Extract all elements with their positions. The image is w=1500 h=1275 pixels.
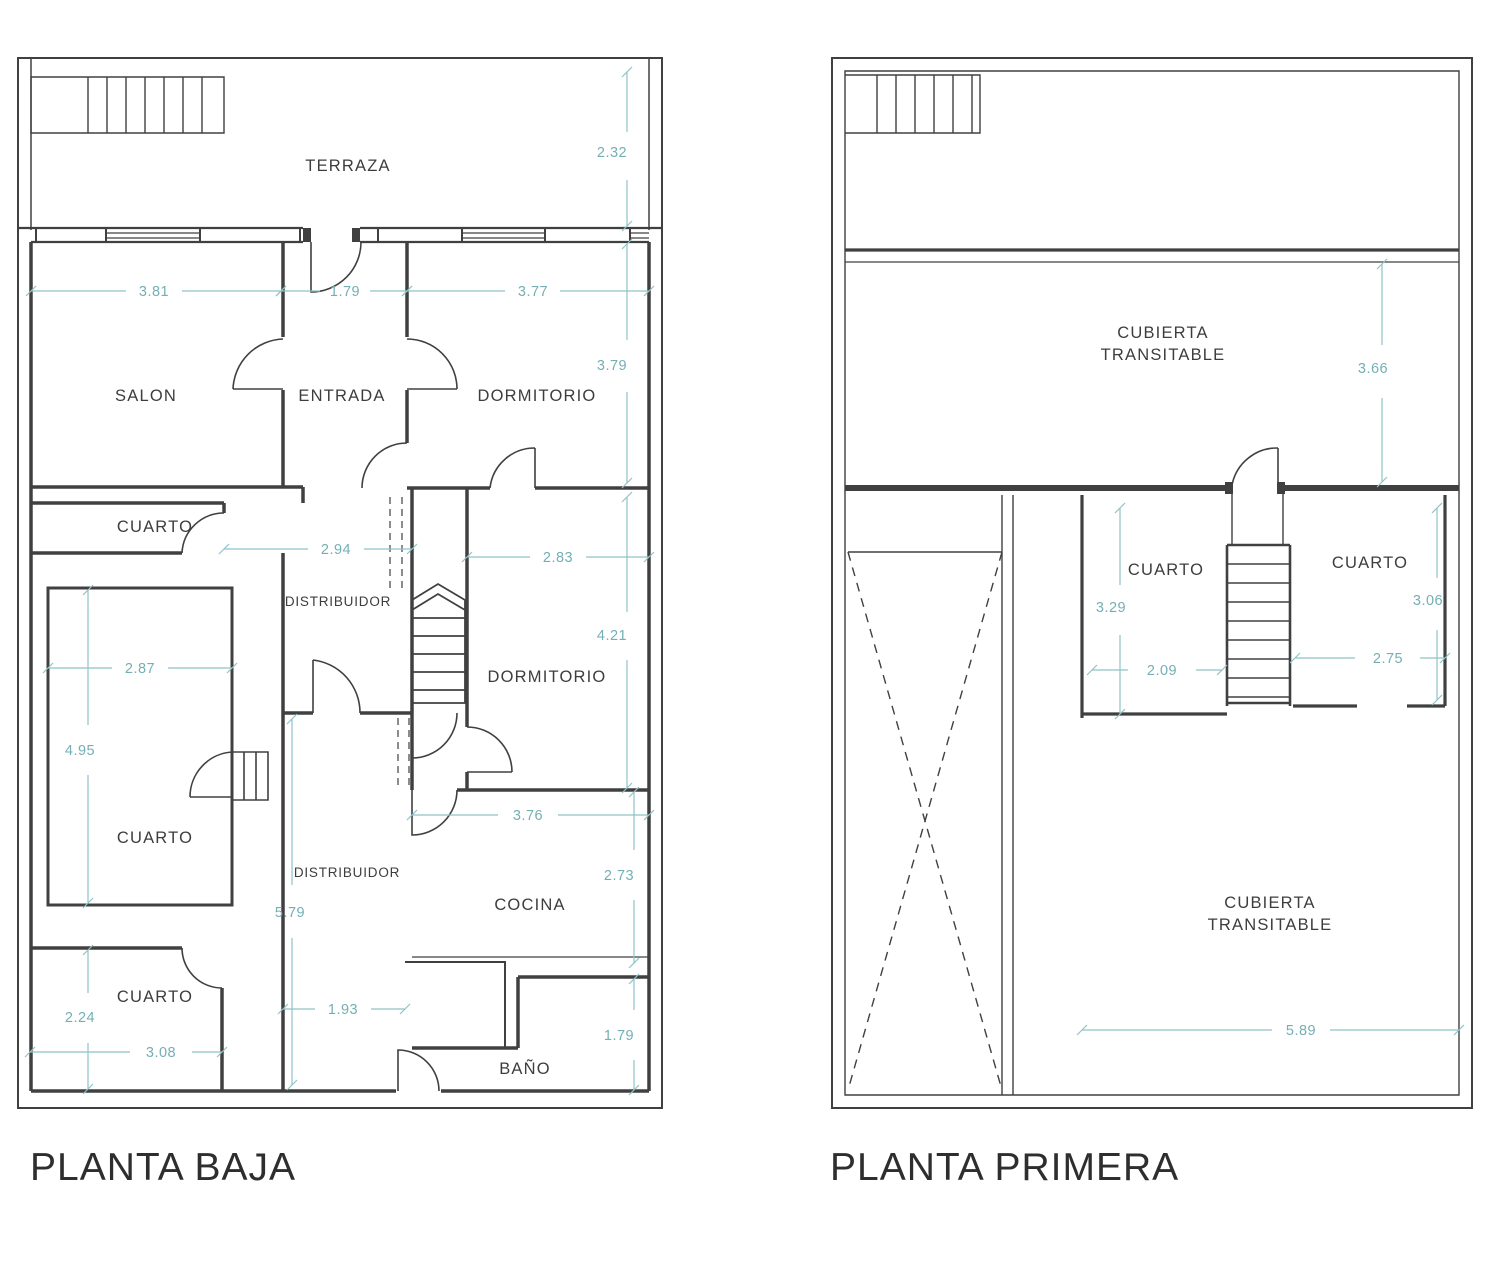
dim-distribuidor1-width: 2.94: [321, 542, 351, 558]
dim-line-salon-height: [621, 238, 633, 489]
dim-cuarto2-height: 4.95: [65, 743, 95, 759]
label-cubierta-top-line2: TRANSITABLE: [1101, 346, 1226, 364]
label-bano: BAÑO: [499, 1058, 551, 1078]
dim-cuarto3-height: 2.24: [65, 1010, 95, 1026]
dim-dormitorio2-width: 2.83: [543, 550, 573, 566]
entry-door-jambs: [303, 228, 360, 242]
front-windows: [35, 227, 631, 243]
dim-bano-height: 1.79: [604, 1028, 634, 1044]
dim-line-cubierta-top-height: [1376, 258, 1388, 488]
stair-dashed-lines: [389, 497, 410, 785]
dim-line-dormitorio2-height: [621, 491, 633, 794]
dim-cubierta-bottom-width: 5.89: [1286, 1023, 1316, 1039]
dim-cuarto-right-width: 2.75: [1373, 651, 1403, 667]
dim-line-bano-height: [628, 973, 640, 1096]
dim-line-cuarto3-width: [24, 1046, 228, 1058]
stairwell-walls-p1: [1225, 543, 1292, 706]
label-cuarto1: CUARTO: [117, 518, 193, 536]
front-wall: [18, 226, 662, 244]
planta-primera-plan: 3.66 3.29 2.09 3.06 2.75 5.89 CUBIERTA T…: [830, 57, 1473, 1189]
dim-cuarto-right-height: 3.06: [1413, 593, 1443, 609]
label-dormitorio1: DORMITORIO: [478, 387, 597, 405]
dimensions-planta-primera: 3.66 3.29 2.09 3.06 2.75 5.89: [1076, 258, 1465, 1039]
label-entrada: ENTRADA: [298, 387, 385, 405]
site-boundary: [17, 57, 663, 1109]
walls-planta-baja: [29, 242, 651, 1093]
dim-line-dormitorio2-width: [461, 551, 655, 563]
dim-cuarto2-width: 2.87: [125, 661, 155, 677]
label-distribuidor1: DISTRIBUIDOR: [285, 594, 391, 609]
dim-line-cuarto-right-width: [1289, 652, 1451, 664]
middle-door-jambs: [1225, 482, 1285, 494]
dim-cuarto-left-width: 2.09: [1147, 663, 1177, 679]
entry-door: [310, 241, 362, 293]
dim-distribuidor2-height: 5.79: [275, 905, 305, 921]
dim-line-distribuidor2-height: [286, 713, 298, 1091]
dim-line-cuarto2-height: [82, 584, 94, 909]
dim-line-terraza-height: [621, 66, 633, 232]
label-cuarto3: CUARTO: [117, 988, 193, 1006]
dim-dormitorio1-width: 3.77: [518, 284, 548, 300]
dim-line-cuarto-right-height: [1431, 502, 1443, 706]
dim-line-dormitorio1-width: [401, 285, 655, 297]
dimensions-planta-baja: 2.32 3.81 1.79 3.77 3.79 2.94 2.83 4.21 …: [24, 66, 655, 1096]
dim-salon-width: 3.81: [139, 284, 169, 300]
dim-salon-height: 3.79: [597, 358, 627, 374]
label-cubierta-bottom-line1: CUBIERTA: [1224, 894, 1316, 912]
inner-boundary-p1: [844, 70, 1460, 1096]
dim-line-cuarto-left-height: [1114, 502, 1126, 720]
dim-distribuidor2-width: 1.93: [328, 1002, 358, 1018]
label-cubierta-bottom-line2: TRANSITABLE: [1208, 916, 1333, 934]
dim-dormitorio2-height: 4.21: [597, 628, 627, 644]
doors-planta-baja: [181, 338, 536, 1092]
label-distribuidor2: DISTRIBUIDOR: [294, 865, 400, 880]
dim-entrada-width: 1.79: [330, 284, 360, 300]
dim-cocina-height: 2.73: [604, 868, 634, 884]
dim-line-entrada-width: [275, 285, 413, 297]
stair-treads-p1: [1227, 563, 1290, 698]
void-border-lines: [848, 495, 1014, 1095]
dim-terraza-height: 2.32: [597, 145, 627, 161]
title-planta-primera: PLANTA PRIMERA: [830, 1146, 1179, 1189]
stair-shaft-lines: [1231, 491, 1284, 545]
dim-line-cuarto2-width: [42, 662, 238, 674]
closet-wall: [405, 961, 506, 1048]
cuarto2-walls: [46, 586, 234, 907]
middle-door: [1231, 447, 1279, 486]
window-glass-lines: [106, 232, 649, 239]
side-steps: [231, 751, 269, 801]
dim-cocina-width: 3.76: [513, 808, 543, 824]
room-labels-planta-baja: TERRAZA SALON ENTRADA DORMITORIO CUARTO …: [115, 157, 607, 1078]
room-labels-planta-primera: CUBIERTA TRANSITABLE CUARTO CUARTO CUBIE…: [1101, 324, 1408, 934]
label-salon: SALON: [115, 387, 177, 405]
label-terraza: TERRAZA: [305, 157, 390, 175]
roof-stairs: [845, 74, 981, 134]
dim-line-cuarto3-height: [82, 944, 94, 1095]
label-cubierta-top-line1: CUBIERTA: [1117, 324, 1209, 342]
planta-baja-plan: 2.32 3.81 1.79 3.77 3.79 2.94 2.83 4.21 …: [17, 57, 663, 1189]
dim-cubierta-top-height: 3.66: [1358, 361, 1388, 377]
dim-cuarto-left-height: 3.29: [1096, 600, 1126, 616]
dim-line-salon-width: [25, 285, 287, 297]
dim-cuarto3-width: 3.08: [146, 1045, 176, 1061]
title-planta-baja: PLANTA BAJA: [30, 1146, 296, 1189]
dim-line-distribuidor1-width: [218, 543, 418, 555]
dim-line-cuarto-left-width: [1086, 664, 1228, 676]
walls-planta-primera: [1080, 495, 1447, 718]
terraza-stairs: [30, 76, 225, 134]
void-x-dashed: [847, 551, 1003, 1091]
label-cocina: COCINA: [494, 896, 565, 914]
terraza-side-walls: [30, 58, 650, 230]
label-cuarto2: CUARTO: [117, 829, 193, 847]
label-cuarto-right: CUARTO: [1332, 554, 1408, 572]
dim-line-cocina-height: [628, 786, 640, 969]
label-dormitorio2: DORMITORIO: [488, 668, 607, 686]
central-staircase: [411, 582, 466, 704]
dim-line-cocina-width: [406, 809, 655, 821]
site-boundary-p1: [831, 57, 1473, 1109]
dim-line-distribuidor2-width: [277, 1003, 411, 1015]
dim-line-cubierta-bottom-width: [1076, 1024, 1465, 1036]
label-cuarto-left: CUARTO: [1128, 561, 1204, 579]
